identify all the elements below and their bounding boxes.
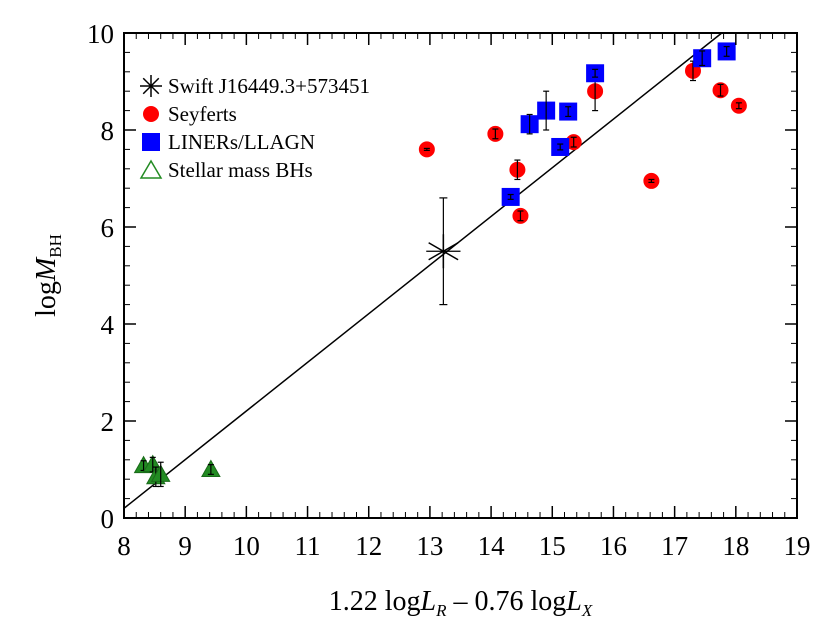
x-tick-label: 11 (295, 531, 321, 561)
asterisk-arm (142, 77, 160, 95)
fit-line (123, 32, 723, 509)
plot-content (123, 32, 747, 509)
y-label-prefix: log (31, 281, 62, 317)
legend-item: Stellar mass BHs (139, 158, 313, 182)
y-axis-label: logMBH (31, 234, 65, 317)
x-axis-label: 1.22 logLR – 0.76 logLX (329, 586, 593, 620)
legend-item: Seyferts (143, 102, 237, 126)
data-point (428, 234, 459, 269)
legend-label: LINERs/LLAGN (168, 130, 315, 154)
y-axis: 0 2 4 6 8 10 (87, 19, 797, 534)
legend: Swift J16449.3+573451SeyfertsLINERs/LLAG… (139, 74, 370, 182)
x-tick-label: 19 (784, 531, 811, 561)
legend-item: LINERs/LLAGN (142, 130, 315, 154)
x-label-sub2: X (581, 601, 593, 620)
y-tick-label: 4 (101, 310, 115, 340)
x-tick-label: 13 (416, 531, 443, 561)
legend-label: Seyferts (168, 102, 237, 126)
y-tick-label: 10 (87, 19, 114, 49)
legend-marker (140, 75, 162, 97)
x-label-var1: L (420, 586, 437, 617)
y-label-var: M (31, 256, 62, 282)
legend-marker (139, 159, 163, 179)
x-tick-label: 10 (233, 531, 260, 561)
x-tick-label: 17 (661, 531, 688, 561)
legend-marker (142, 133, 160, 151)
y-tick-label: 8 (101, 116, 115, 146)
x-tick-label: 14 (478, 531, 506, 561)
x-label-mid: – 0.76 log (447, 586, 567, 617)
x-tick-label: 18 (722, 531, 749, 561)
x-tick-label: 9 (178, 531, 192, 561)
series-asterisk (426, 197, 461, 306)
y-tick-label: 2 (101, 407, 115, 437)
x-tick-label: 12 (355, 531, 382, 561)
x-tick-label: 16 (600, 531, 627, 561)
legend-item: Swift J16449.3+573451 (140, 74, 370, 98)
x-label-var2: L (565, 586, 582, 617)
legend-label: Swift J16449.3+573451 (168, 74, 370, 98)
x-label-sub1: R (435, 601, 447, 620)
x-axis: 8 9 10 11 12 13 14 15 16 17 18 19 (117, 33, 811, 561)
y-tick-label: 6 (101, 213, 115, 243)
series-circle (418, 60, 747, 224)
series-triangle (133, 454, 221, 488)
x-label-prefix: 1.22 log (329, 586, 421, 617)
x-tick-label: 8 (117, 531, 131, 561)
series-square (501, 42, 736, 206)
y-label-sub: BH (46, 234, 65, 258)
plot-frame (123, 32, 798, 519)
y-tick-label: 0 (101, 504, 115, 534)
asterisk-arm (428, 242, 459, 261)
legend-marker (143, 106, 159, 122)
legend-label: Stellar mass BHs (168, 158, 313, 182)
x-tick-label: 15 (539, 531, 566, 561)
